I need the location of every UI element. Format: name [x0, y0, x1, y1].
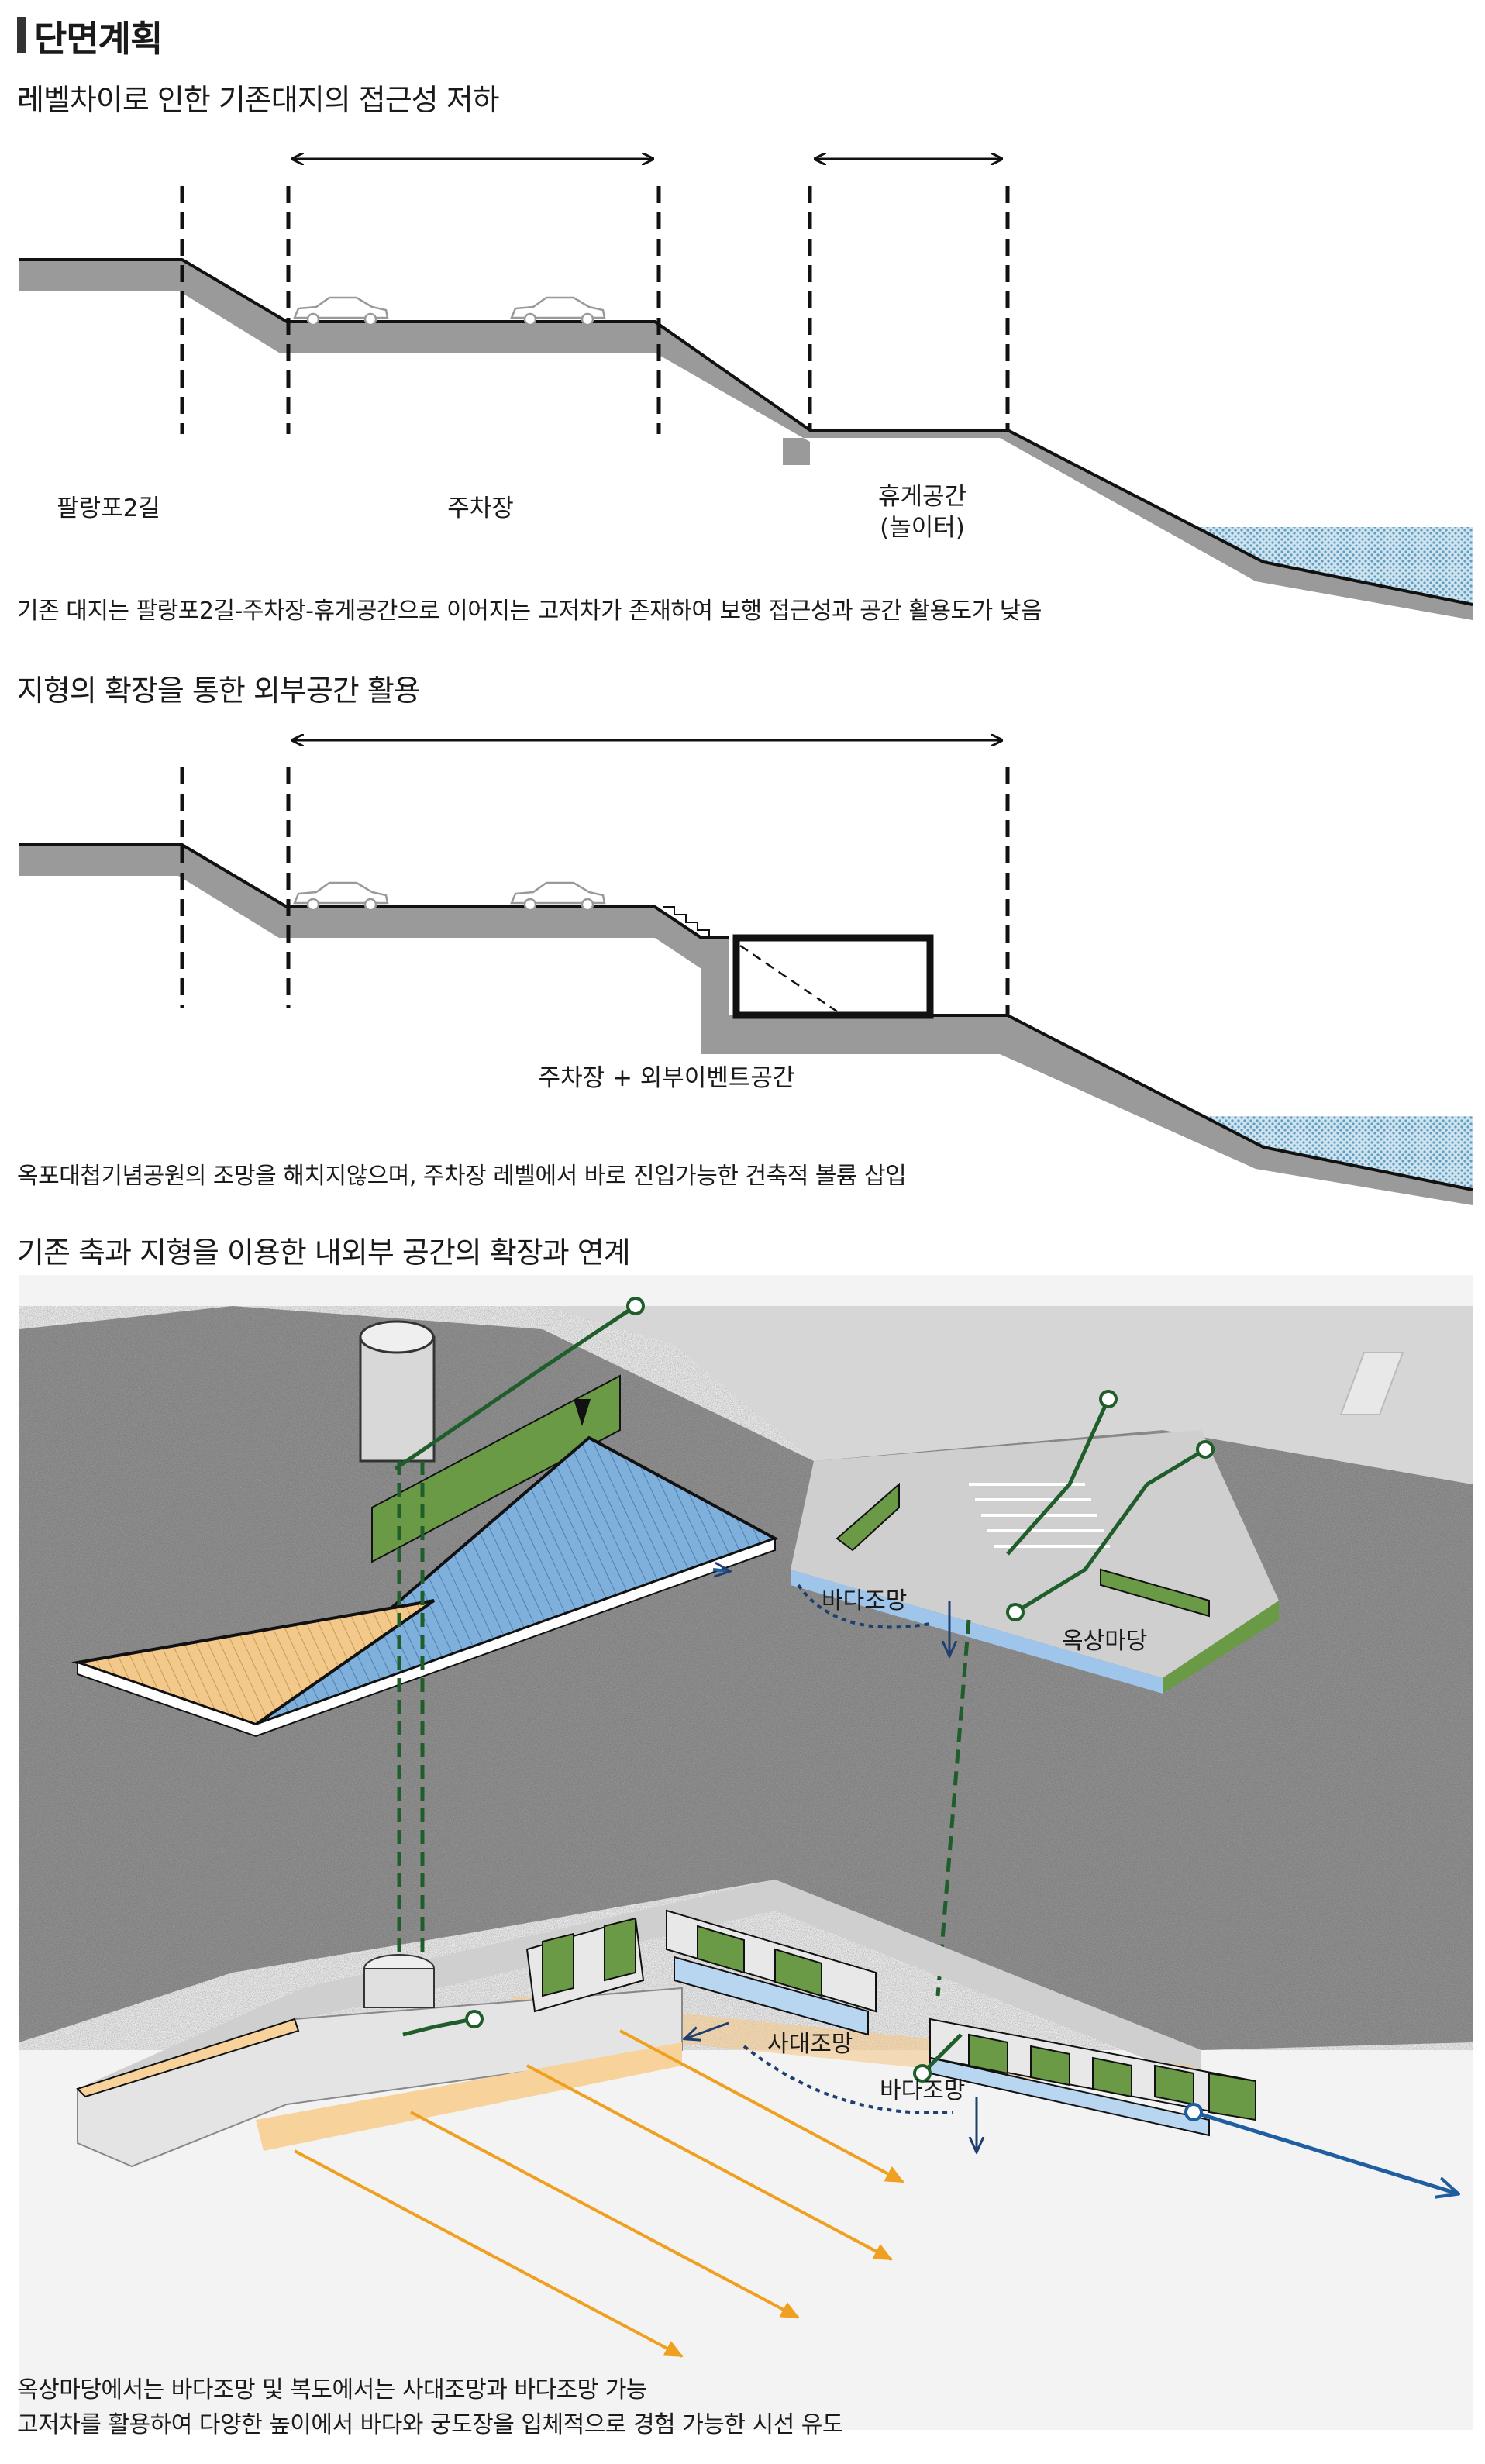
- view-arrow-icon: [686, 2021, 729, 2038]
- section2-description: 옥포대첩기념공원의 조망을 해치지않으며, 주차장 레벨에서 바로 진입가능한 …: [17, 1163, 907, 1190]
- label-sea-view-bottom: 바다조망: [880, 2077, 966, 2104]
- label-rest-2: (놀이터): [880, 514, 965, 542]
- ground-section: [19, 260, 1473, 620]
- section3-axonometric: [19, 1275, 1473, 2430]
- section2-heading: 지형의 확장을 통한 외부공간 활용: [17, 674, 421, 708]
- label-road: 팔랑포2길: [57, 495, 160, 522]
- ground-section: [19, 845, 1473, 1205]
- view-arrow-icon: [574, 1399, 591, 1426]
- room-modules: [525, 1909, 1256, 2137]
- section3-description-1: 옥상마당에서는 바다조망 및 복도에서는 사대조망과 바다조망 가능: [17, 2376, 648, 2404]
- car-icon: [510, 881, 606, 912]
- section3-description-2: 고저차를 활용하여 다양한 높이에서 바다와 궁도장을 입체적으로 경험 가능한…: [17, 2411, 843, 2438]
- green-wall: [371, 1374, 621, 1563]
- view-arrow-icon: [294, 2029, 904, 2358]
- label-parking: 주차장: [447, 495, 514, 522]
- page-title: 단면계획: [34, 18, 163, 60]
- section2-diagram: [19, 713, 1473, 1205]
- plaza-area: [543, 1306, 1473, 1484]
- section1-heading: 레벨차이로 인한 기존대지의 접근성 저하: [17, 83, 500, 117]
- ground-line: [19, 258, 1473, 606]
- section1-diagram: [19, 132, 1473, 620]
- label-rest-1: 휴게공간: [877, 483, 967, 511]
- inserted-volume: [732, 934, 934, 1019]
- label-sea-view-top: 바다조망: [822, 1587, 908, 1615]
- rooftop-yard: [791, 1430, 1279, 1678]
- section3-heading: 기존 축과 지형을 이용한 내외부 공간의 확장과 연계: [17, 1235, 631, 1270]
- car-icon: [293, 296, 389, 326]
- circulation-lines: [394, 1304, 1207, 1997]
- car-icon: [510, 296, 606, 326]
- label-parking-event: 주차장 + 외부이벤트공간: [538, 1064, 795, 1092]
- view-arrow-icon: [1193, 2110, 1457, 2193]
- title-marker: [17, 17, 26, 53]
- stairs-icon: [663, 906, 710, 938]
- label-sadae-view: 사대조망: [767, 2031, 853, 2058]
- tower: [359, 1320, 436, 1463]
- stairs-icon: [1339, 1352, 1404, 1415]
- car-icon: [293, 881, 389, 912]
- label-rooftop: 옥상마당: [1062, 1628, 1148, 1655]
- section1-description: 기존 대지는 팔랑포2길-주차장-휴게공간으로 이어지는 고저차가 존재하여 보…: [17, 598, 1042, 625]
